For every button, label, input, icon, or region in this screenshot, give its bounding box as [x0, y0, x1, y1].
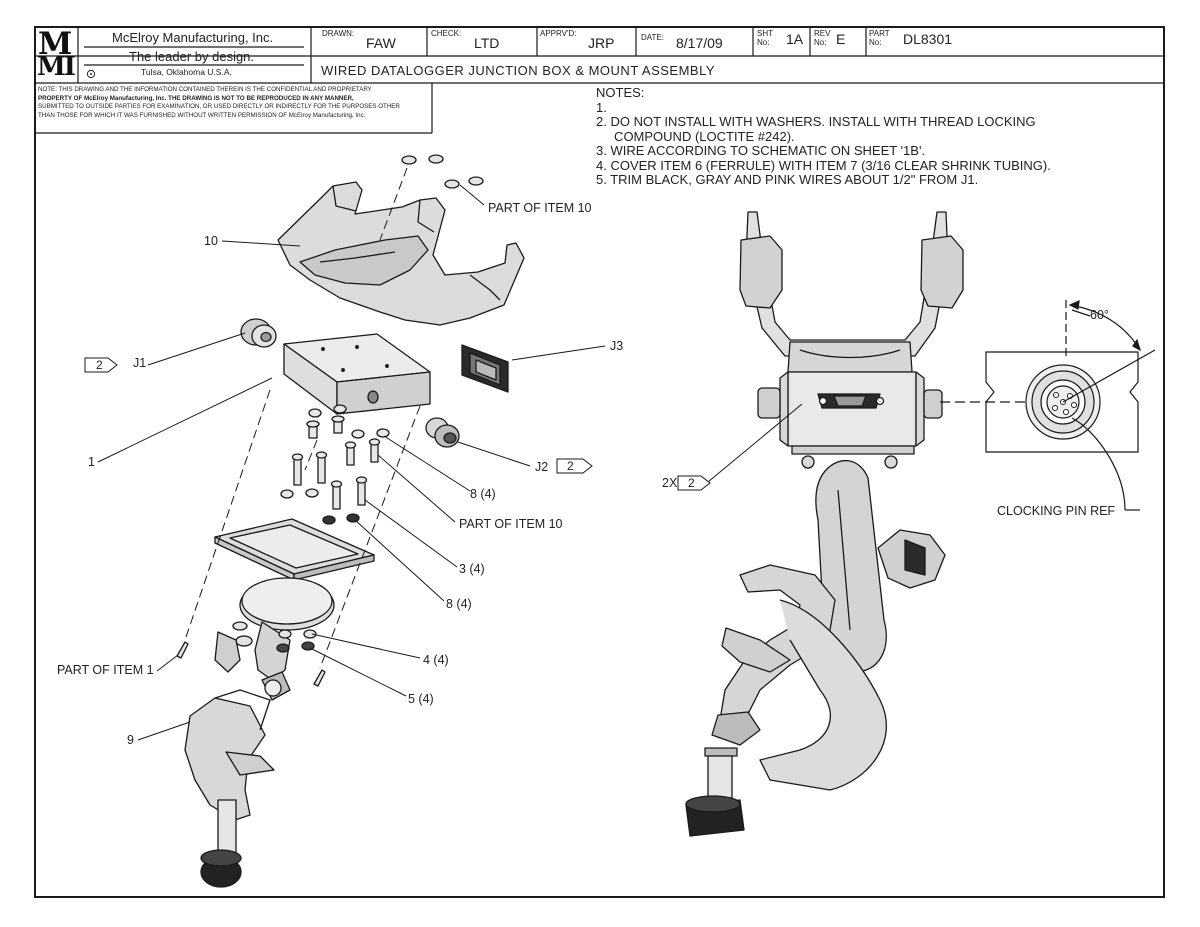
callout-j2: J2: [535, 460, 549, 474]
logo-letters-mi: MI: [37, 52, 76, 82]
rev-value: E: [836, 31, 846, 47]
callout-item-5: 5 (4): [408, 692, 434, 706]
note-item: 3. WIRE ACCORDING TO SCHEMATIC ON SHEET …: [596, 143, 926, 158]
tag-2x-number: 2: [688, 476, 695, 490]
tag-j1-number: 2: [96, 358, 103, 372]
callout-item-4: 4 (4): [423, 653, 449, 667]
part-label: PART: [869, 29, 890, 38]
notes-heading: NOTES:: [596, 85, 645, 100]
callout-item-9: 9: [127, 733, 134, 747]
note-item: 2. DO NOT INSTALL WITH WASHERS. INSTALL …: [596, 114, 1036, 129]
junction-box-assembled: [787, 371, 917, 447]
part-label-no: No:: [869, 38, 882, 47]
note-item: 1.: [596, 99, 607, 115]
hardware-stack: [280, 404, 390, 525]
callout-item-8-bottom: 8 (4): [446, 597, 472, 611]
alignment-lines: [184, 167, 421, 669]
leader-lines-right: [707, 403, 803, 483]
callout-2x-prefix: 2X: [662, 476, 678, 490]
connector-j3: [461, 344, 509, 393]
confidentiality-line: THAN THOSE FOR WHICH IT WAS FURNISHED WI…: [38, 111, 366, 119]
callout-j1: J1: [133, 356, 147, 370]
drawn-value: FAW: [366, 35, 396, 51]
date-value: 8/17/09: [676, 35, 723, 51]
callout-part-of-item-1: PART OF ITEM 1: [57, 663, 154, 677]
pentagon-tag-icon: [677, 475, 711, 491]
logo-letter-m: M: [38, 26, 72, 62]
drawing-border: [34, 26, 1165, 898]
date-label: DATE:: [641, 33, 664, 42]
company-name: McElroy Manufacturing, Inc.: [112, 30, 274, 45]
apprvd-label: APPRV'D:: [540, 29, 577, 38]
apprvd-value: JRP: [588, 35, 615, 51]
note-item: 4. COVER ITEM 6 (FERRULE) WITH ITEM 7 (3…: [596, 157, 1051, 173]
callout-item-10: 10: [204, 234, 218, 248]
screw-parts: [176, 629, 326, 687]
callout-part-of-item-10-top: PART OF ITEM 10: [488, 201, 592, 215]
note-item: COMPOUND (LOCTITE #242).: [596, 128, 795, 144]
sheet-label: SHT: [757, 29, 773, 38]
connector-j2: [425, 417, 460, 448]
leader-lines: [97, 184, 606, 741]
check-value: LTD: [474, 35, 500, 51]
sheet-value: 1A: [786, 31, 804, 47]
rev-label: REV: [814, 29, 831, 38]
callout-item-8-top: 8 (4): [470, 487, 496, 501]
callout-part-of-item-10-mid: PART OF ITEM 10: [459, 517, 563, 531]
sheet-label-no: No:: [757, 38, 770, 47]
note-item: 5. TRIM BLACK, GRAY AND PINK WIRES ABOUT…: [596, 172, 979, 187]
company-location: Tulsa, Oklahoma U.S.A.: [141, 67, 232, 77]
notes-section: NOTES: 1. 2. DO NOT INSTALL WITH WASHERS…: [596, 85, 1051, 188]
rev-label-no: No:: [814, 38, 827, 47]
clocking-detail: [940, 300, 1156, 511]
confidentiality-line: SUBMITTED TO OUTSIDE PARTIES FOR EXAMINA…: [38, 103, 400, 111]
confidentiality-note: NOTE: THIS DRAWING AND THE INFORMATION C…: [38, 86, 400, 120]
junction-box-item-1: [283, 333, 431, 415]
confidentiality-line: PROPERTY OF McElroy Manufacturing, Inc. …: [38, 94, 354, 102]
pentagon-tag-icon: [556, 458, 593, 474]
pentagon-tag-icon: [84, 357, 118, 373]
connector-j1: [240, 318, 277, 348]
company-slogan: The leader by design.: [129, 49, 255, 64]
drawing-title: WIRED DATALOGGER JUNCTION BOX & MOUNT AS…: [321, 63, 716, 78]
company-logo: M MI: [36, 26, 78, 82]
tag-j2-number: 2: [567, 459, 574, 473]
callout-angle: 60°: [1090, 308, 1109, 322]
confidentiality-line: NOTE: THIS DRAWING AND THE INFORMATION C…: [38, 86, 372, 93]
drawn-label: DRAWN:: [322, 29, 355, 38]
callout-clocking-pin: CLOCKING PIN REF: [997, 504, 1116, 518]
callout-item-1: 1: [88, 455, 95, 469]
nut-set-top: [401, 154, 484, 189]
callout-j3: J3: [610, 339, 624, 353]
callout-item-3: 3 (4): [459, 562, 485, 576]
part-number: DL8301: [903, 31, 953, 47]
cradle-item-10: [277, 181, 525, 326]
circle-dot-icon: [86, 66, 96, 79]
check-label: CHECK:: [431, 29, 462, 38]
